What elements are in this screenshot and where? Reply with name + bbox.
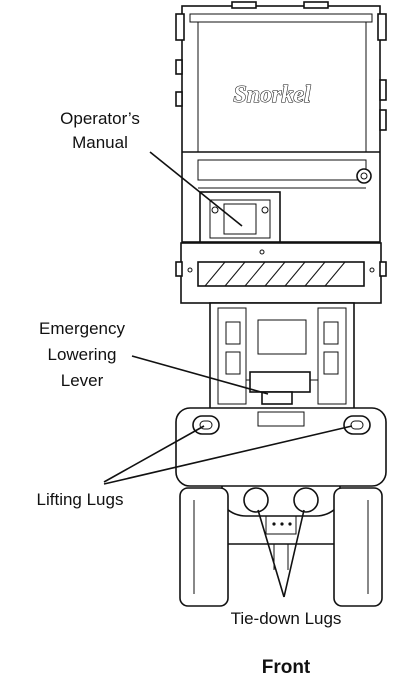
- tie-down-lug-right: [293, 487, 319, 513]
- manual-holder: [199, 191, 281, 243]
- lifting-lug-right: [343, 415, 371, 435]
- label-emergency-line2: Lowering: [48, 345, 117, 364]
- wheel-right: [333, 487, 383, 607]
- leader-emergency-lever: [131, 355, 269, 395]
- leader-lines: [103, 151, 353, 598]
- tie-down-lug-left: [243, 487, 269, 513]
- wheel-left: [179, 487, 229, 607]
- label-operators-manual-line1: Operator’s: [60, 109, 140, 128]
- snorkel-logo: Snorkel: [233, 82, 311, 108]
- center-plate: [228, 515, 334, 570]
- emergency-lowering-lever: [249, 371, 311, 405]
- view-caption: Front: [262, 657, 311, 678]
- leader-tie-down-right: [283, 509, 305, 598]
- lifting-lug-left: [192, 415, 220, 435]
- leader-lifting-lug-left: [103, 425, 205, 483]
- leader-tie-down-left: [257, 509, 285, 598]
- label-tie-down-lugs: Tie-down Lugs: [231, 609, 342, 628]
- leader-operators-manual: [149, 151, 243, 227]
- label-operators-manual-line2: Manual: [72, 133, 128, 152]
- label-emergency-line3: Lever: [61, 371, 104, 390]
- label-lifting-lugs: Lifting Lugs: [37, 490, 124, 509]
- leader-lifting-lug-right: [103, 425, 353, 485]
- label-emergency-line1: Emergency: [39, 319, 125, 338]
- chassis-upper-band: [175, 242, 387, 304]
